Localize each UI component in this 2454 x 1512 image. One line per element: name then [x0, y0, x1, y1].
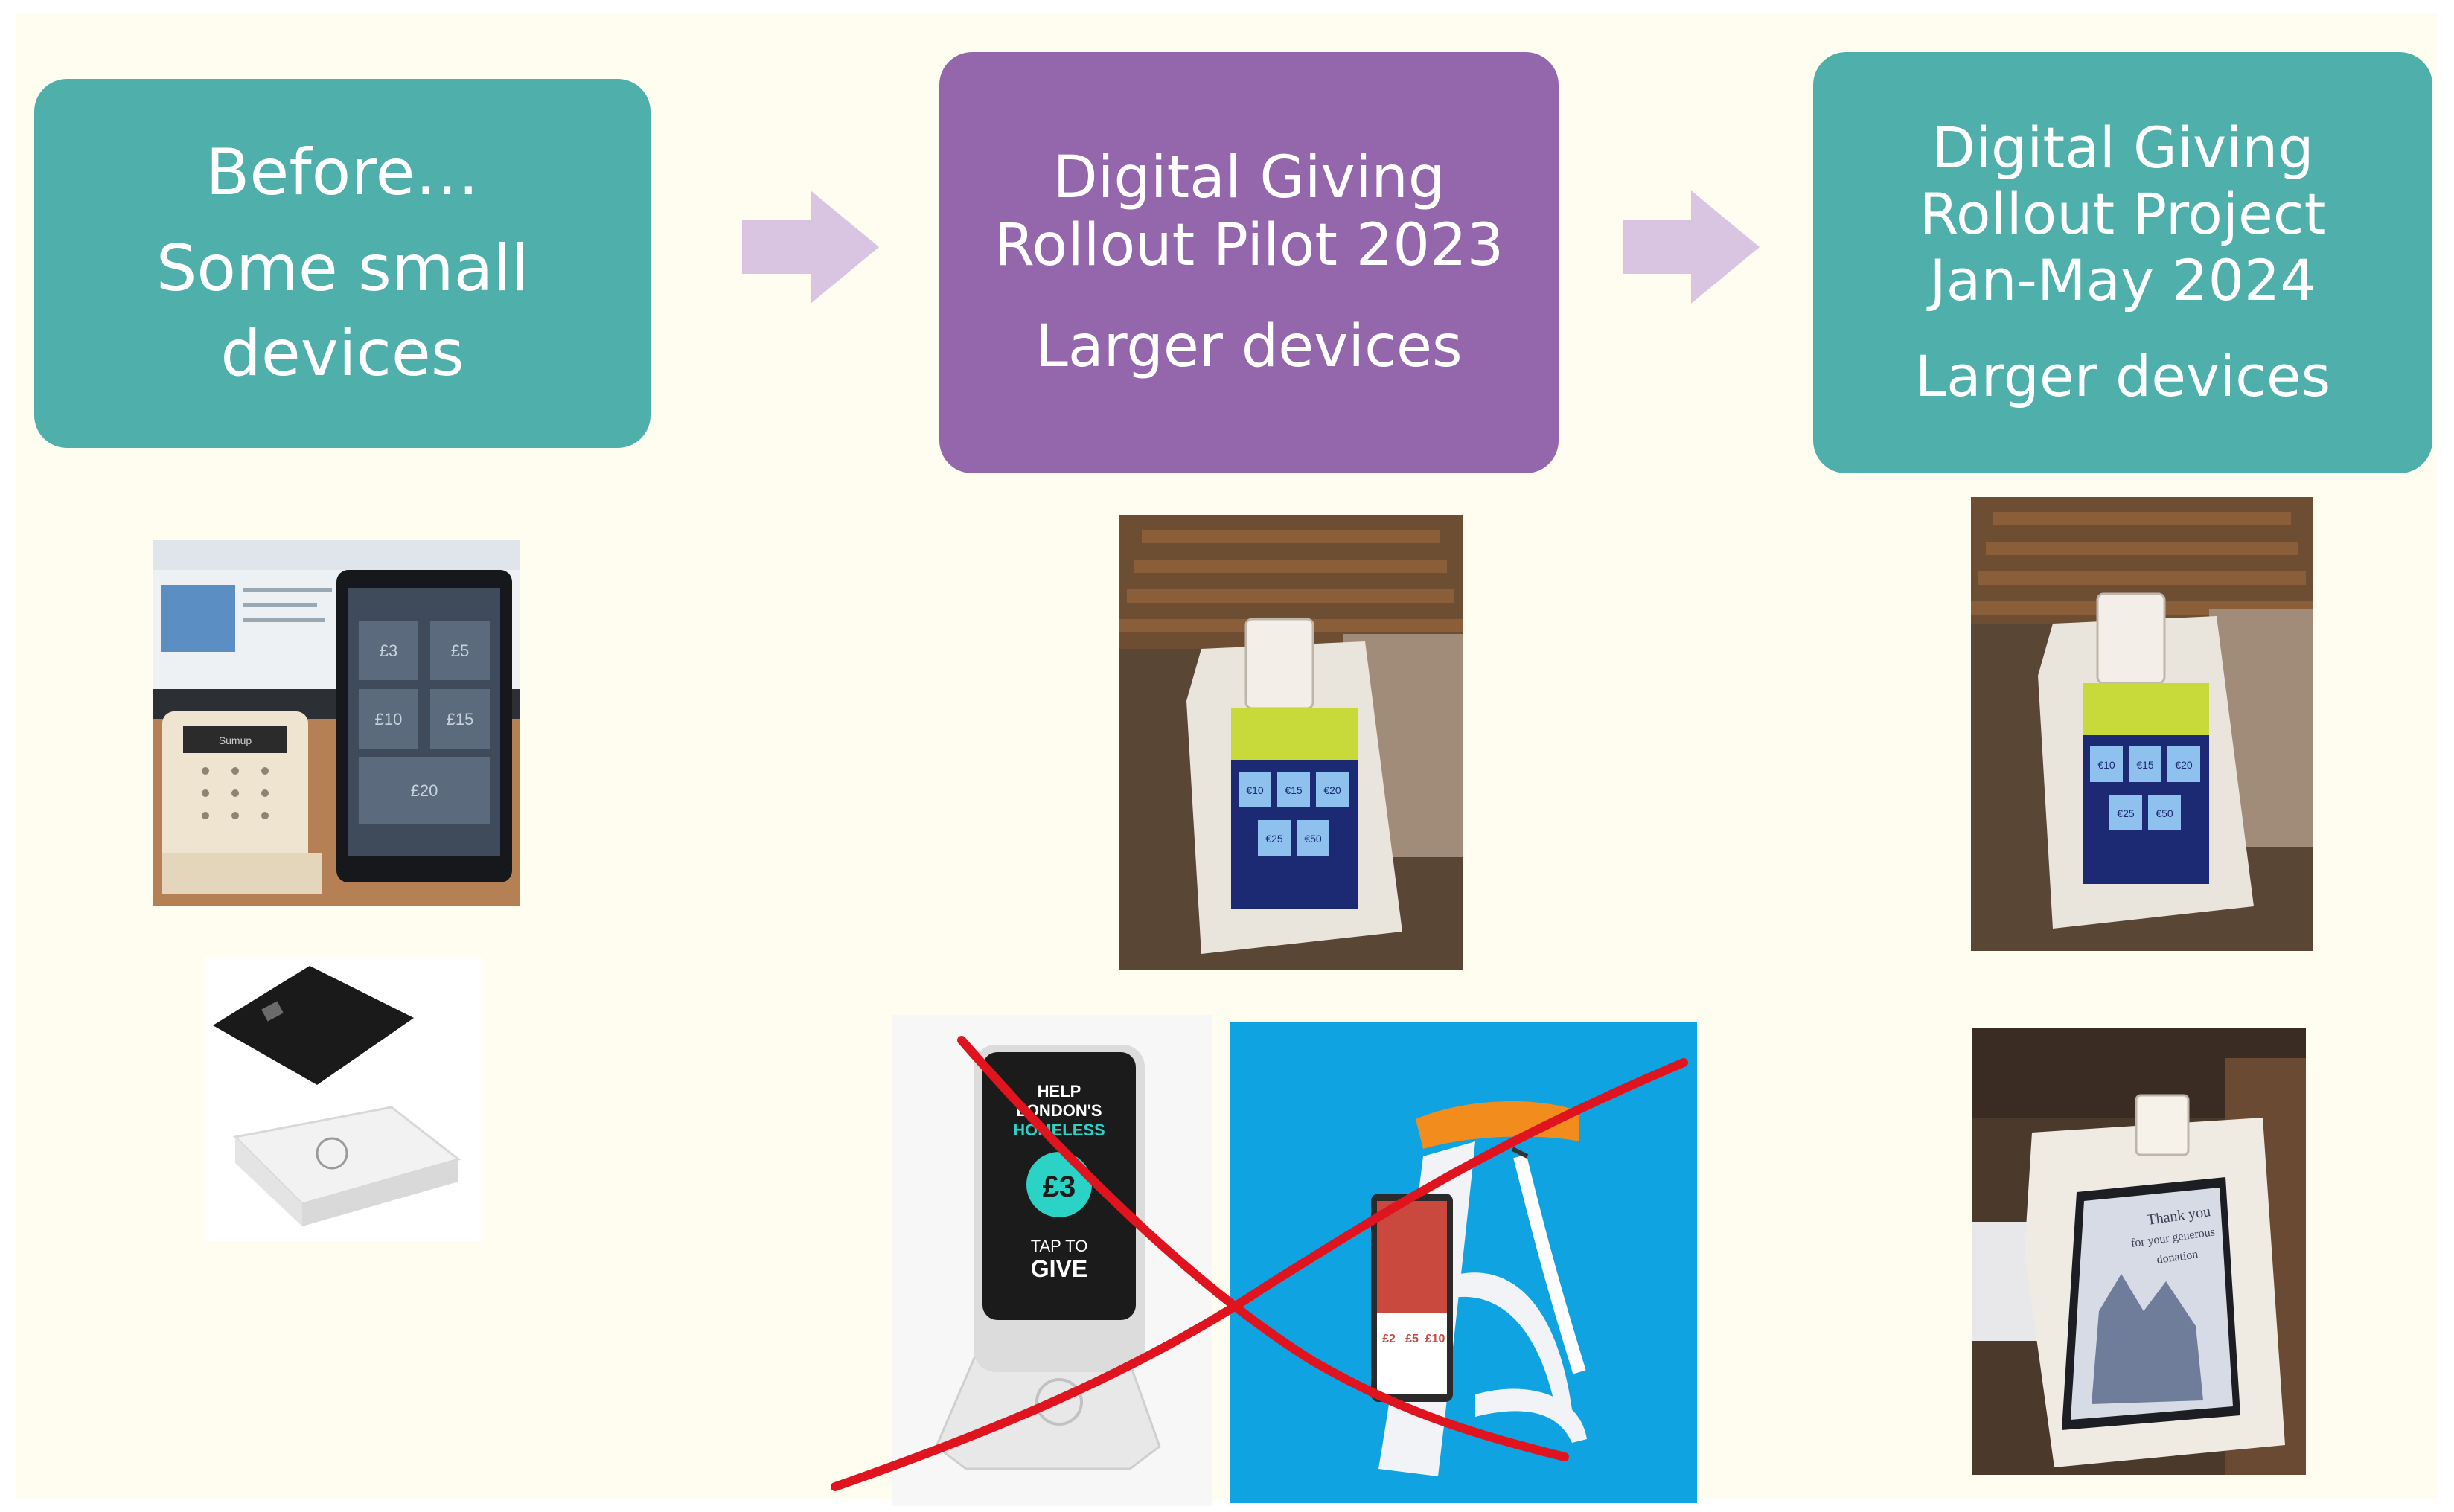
slide: Before… Some small devices Digital Givin… — [16, 13, 2438, 1506]
tablet-amount-5: £20 — [411, 781, 438, 800]
tablet-amount-4: £15 — [447, 710, 474, 728]
stage-pilot-title-1: Digital Giving — [1052, 144, 1445, 212]
project-kiosk-photo: €10 €15 €20 €25 €50 — [1971, 497, 2313, 951]
tap-device-line-5: TAP TO — [1031, 1237, 1088, 1255]
stage-project-subtitle: Larger devices — [1914, 342, 2331, 409]
pilot-amount-4: €25 — [1265, 833, 1283, 845]
pilot-kiosk-photo: €10 €15 €20 €25 €50 — [1119, 515, 1463, 970]
stage-project-title-1: Digital Giving — [1931, 115, 2314, 182]
pilot-amount-5: €50 — [1304, 833, 1322, 845]
stage-before-line-1: Some small — [156, 231, 529, 306]
stand-amount-1: £2 — [1382, 1333, 1396, 1345]
rejected-tap-device-photo: HELP LONDON'S HOMELESS £3 TAP TO GIVE — [892, 1015, 1212, 1506]
stage-before-box: Before… Some small devices — [34, 79, 651, 448]
stage-project-title-3: Jan-May 2024 — [1929, 247, 2316, 313]
tablet-amount-1: £3 — [380, 641, 397, 660]
tap-device-line-3: HOMELESS — [1013, 1121, 1105, 1139]
card-reader-photo — [205, 958, 482, 1241]
right-arrow-icon — [742, 190, 879, 304]
arrow-shape — [742, 190, 879, 304]
stage-project-box: Digital Giving Rollout Project Jan-May 2… — [1813, 52, 2432, 473]
stand-amount-2: £5 — [1405, 1333, 1419, 1345]
pilot-amount-1: €10 — [1246, 784, 1264, 796]
tablet-amount-3: £10 — [375, 710, 403, 728]
thank-you-kiosk-photo: Thank you for your generous donation — [1972, 1028, 2306, 1475]
reader-screen-text: Sumup — [219, 734, 252, 746]
small-devices-photo: £3 £5 £10 £15 £20 Sumup — [153, 540, 520, 906]
stage-before-line-2: devices — [220, 316, 464, 391]
tablet-amount-2: £5 — [451, 641, 469, 660]
tap-device-line-2: LONDON'S — [1016, 1101, 1102, 1120]
right-arrow-icon — [1623, 190, 1760, 304]
pilot-amount-2: €15 — [1285, 784, 1303, 796]
pilot-amount-3: €20 — [1323, 784, 1341, 796]
project-amount-2: €15 — [2136, 759, 2154, 771]
rejected-stand-photo: £2 £5 £10 — [1230, 1022, 1697, 1503]
project-amount-1: €10 — [2097, 759, 2115, 771]
stage-pilot-subtitle: Larger devices — [1035, 313, 1463, 380]
tap-device-amount: £3 — [1043, 1170, 1076, 1203]
project-amount-3: €20 — [2175, 759, 2193, 771]
stage-project-title-2: Rollout Project — [1919, 181, 2327, 248]
tap-device-line-1: HELP — [1038, 1082, 1081, 1101]
project-amount-5: €50 — [2156, 807, 2173, 819]
arrow-shape — [1623, 190, 1760, 304]
stage-before-title: Before… — [205, 135, 479, 211]
stand-amount-3: £10 — [1425, 1333, 1445, 1345]
tap-device-line-6: GIVE — [1031, 1255, 1087, 1282]
stage-pilot-title-2: Rollout Pilot 2023 — [994, 212, 1504, 280]
project-amount-4: €25 — [2117, 807, 2135, 819]
stage-pilot-box: Digital Giving Rollout Pilot 2023 Larger… — [939, 52, 1559, 473]
